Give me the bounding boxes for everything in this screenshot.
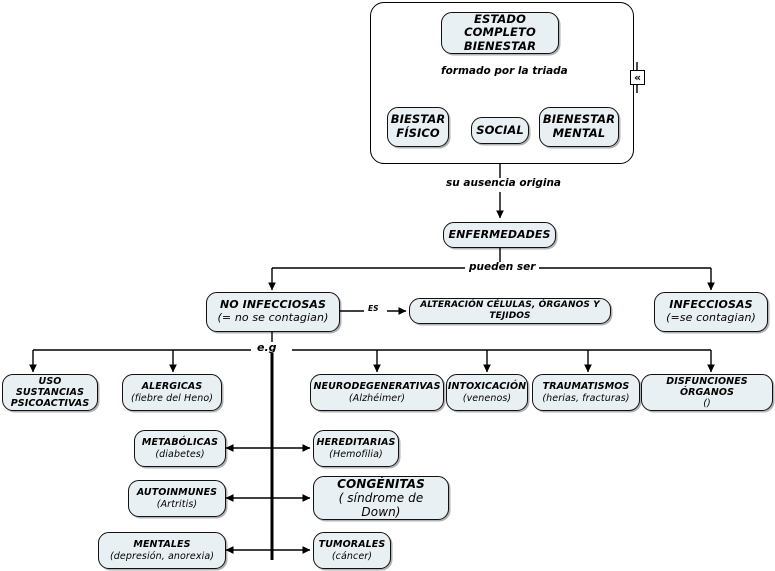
node-line-2: MENTAL xyxy=(552,126,606,140)
node-bienestar-mental[interactable]: BIENESTAR MENTAL xyxy=(539,107,619,147)
node-line-1: NEURODEGENERATIVAS xyxy=(313,381,441,393)
edge-label-pueden-ser: pueden ser xyxy=(465,262,540,273)
node-line-1: CONGÉNITAS xyxy=(337,476,425,491)
node-estado-completo-bienestar[interactable]: ESTADO COMPLETO BIENESTAR xyxy=(441,12,559,54)
node-line-1: ALERGICAS xyxy=(141,381,203,393)
node-line-1: ALTERACIÓN CÉLULAS, ÓRGANOS Y TEJIDOS xyxy=(420,300,600,321)
node-tumorales[interactable]: TUMORALES (cáncer) xyxy=(313,532,391,569)
node-line-2: (venenos) xyxy=(462,392,512,404)
node-line-2: (=se contagian) xyxy=(666,311,756,324)
node-line-2: PSICOACTIVAS xyxy=(10,398,90,410)
node-line-2: (= no se contagian) xyxy=(217,311,329,324)
node-line-2: (Artritis) xyxy=(156,498,198,510)
node-traumatismos[interactable]: TRAUMATISMOS (herias, fracturas) xyxy=(532,374,640,411)
node-enfermedades[interactable]: ENFERMEDADES xyxy=(443,222,556,248)
node-hereditarias[interactable]: HEREDITARIAS (Hemofilia) xyxy=(313,430,399,467)
node-congenitas[interactable]: CONGÉNITAS ( síndrome de Down) xyxy=(313,476,449,520)
node-alteracion-celulas[interactable]: ALTERACIÓN CÉLULAS, ÓRGANOS Y TEJIDOS xyxy=(409,298,611,324)
node-line-1: AUTOINMUNES xyxy=(136,487,218,499)
node-line-2: FÍSICO xyxy=(396,126,440,140)
node-line-2: ( síndrome de Down) xyxy=(338,490,424,520)
node-line-2: (Hemofilia) xyxy=(329,448,383,460)
node-line-1: USO SUSTANCIAS xyxy=(15,375,85,398)
node-uso-sustancias-psicoactivas[interactable]: USO SUSTANCIAS PSICOACTIVAS xyxy=(2,374,98,411)
node-line-1: BIENESTAR xyxy=(542,112,616,127)
node-autoinmunes[interactable]: AUTOINMUNES (Artritis) xyxy=(128,480,226,517)
node-metabolicas[interactable]: METABÓLICAS (diabetes) xyxy=(134,430,226,467)
node-line-1: TUMORALES xyxy=(318,539,386,551)
node-social[interactable]: SOCIAL xyxy=(471,117,529,144)
node-line-1: MENTALES xyxy=(133,539,191,551)
node-line-1: SOCIAL xyxy=(476,122,524,137)
node-alergicas[interactable]: ALERGICAS (fiebre del Heno) xyxy=(122,374,222,411)
node-line-1: TRAUMATISMOS xyxy=(542,381,630,393)
node-disfunciones-organos[interactable]: DISFUNCIONES ÓRGANOS () xyxy=(641,374,773,411)
node-line-2: () xyxy=(703,398,711,410)
edge-label-es: ES xyxy=(364,305,383,313)
node-intoxicacion[interactable]: INTOXICACIÓN (venenos) xyxy=(446,374,528,411)
node-biestar-fisico[interactable]: BIESTAR FÍSICO xyxy=(387,107,449,147)
node-infecciosas[interactable]: INFECCIOSAS (=se contagian) xyxy=(654,292,768,332)
node-line-2: (diabetes) xyxy=(155,448,205,460)
node-mentales[interactable]: MENTALES (depresión, anorexia) xyxy=(98,532,226,569)
node-neurodegenerativas[interactable]: NEURODEGENERATIVAS (Alzhéimer) xyxy=(310,374,444,411)
node-no-infecciosas[interactable]: NO INFECCIOSAS (= no se contagian) xyxy=(206,292,340,332)
node-line-1: HEREDITARIAS xyxy=(316,437,396,449)
node-line-1: NO INFECCIOSAS xyxy=(219,298,327,312)
edge-label-formado-por-la-triada: formado por la triada xyxy=(437,66,572,77)
node-line-1: DISFUNCIONES ÓRGANOS xyxy=(666,375,748,398)
node-line-1: METABÓLICAS xyxy=(141,437,219,449)
node-line-2: (herias, fracturas) xyxy=(542,392,630,404)
node-line-1: ESTADO COMPLETO xyxy=(464,11,536,40)
collapse-section-button[interactable]: « xyxy=(630,70,645,85)
node-line-2: (Alzhéimer) xyxy=(348,392,406,404)
node-line-2: BIENESTAR xyxy=(463,38,537,53)
node-line-1: ENFERMEDADES xyxy=(448,227,551,241)
edge-label-eg: e.g xyxy=(253,342,281,353)
node-line-1: INTOXICACIÓN xyxy=(447,381,527,393)
node-line-2: (depresión, anorexia) xyxy=(109,550,215,562)
edge-label-su-ausencia-origina: su ausencia origina xyxy=(442,178,566,189)
node-line-2: (fiebre del Heno) xyxy=(130,392,214,404)
node-line-1: INFECCIOSAS xyxy=(669,298,753,312)
node-line-1: BIESTAR xyxy=(390,112,446,127)
node-line-2: (cáncer) xyxy=(331,550,373,562)
